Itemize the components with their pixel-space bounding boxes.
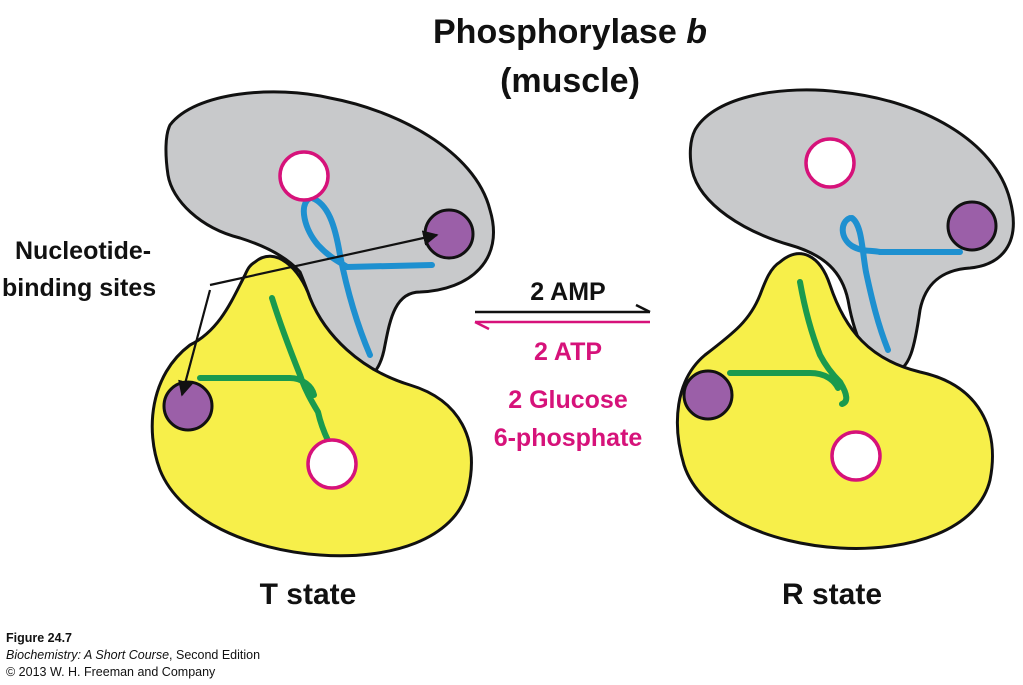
figure-subtitle: (muscle) [500,62,640,100]
r-blue-strand [839,215,963,353]
figure-number: Figure 24.7 [6,631,72,645]
r-yellow-subunit [675,252,994,550]
t-catalytic-site-icon [278,150,330,202]
t-catalytic-site-icon [306,438,358,490]
t-blue-strand [300,195,435,358]
reverse-effector-g6p-line2: 6-phosphate [494,424,643,452]
t-green-strand [197,295,333,448]
t-gray-subunit [164,90,495,382]
r-green-strand [727,279,850,407]
figure-caption: Figure 24.7 Biochemistry: A Short Course… [6,630,260,681]
reverse-effector-g6p-line1: 2 Glucose [508,386,628,414]
book-credit: Biochemistry: A Short Course, Second Edi… [6,648,261,662]
r-nucleotide-site-icon [946,200,998,252]
pointer-arrow-upper [209,230,439,287]
r-gray-subunit [688,88,1015,374]
pointer-arrow-lower [178,289,212,397]
equilibrium-arrow-icon [474,303,651,331]
forward-effector-label: 2 AMP [530,278,605,306]
t-nucleotide-site-icon [162,380,214,432]
t-nucleotide-site-icon [423,208,475,260]
figure-title: Phosphorylase b [433,13,707,51]
r-nucleotide-site-icon [682,369,734,421]
copyright: © 2013 W. H. Freeman and Company [6,665,216,679]
r-catalytic-site-icon [830,430,882,482]
t-state-label: T state [260,578,357,611]
nucleotide-label-line1: Nucleotide- [15,237,151,265]
r-state-molecule [675,88,1015,550]
r-catalytic-site-icon [804,137,856,189]
reverse-effector-atp: 2 ATP [534,338,602,366]
r-state-label: R state [782,578,882,611]
nucleotide-label-line2: binding sites [2,274,156,302]
t-state-molecule [150,90,495,558]
